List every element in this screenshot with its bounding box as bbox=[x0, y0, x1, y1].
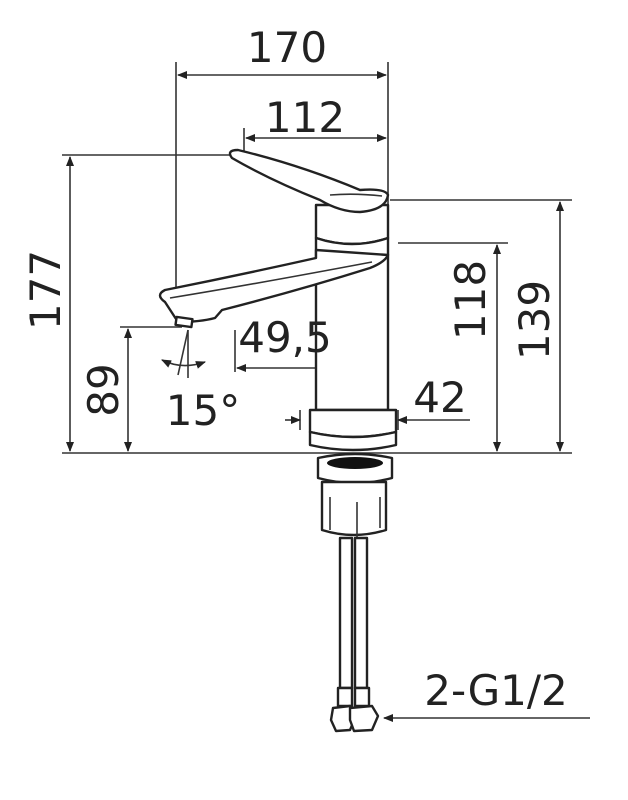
faucet-body bbox=[314, 236, 390, 412]
spout bbox=[158, 248, 390, 324]
hose-left bbox=[338, 536, 354, 690]
label-170: 170 bbox=[247, 23, 327, 72]
hose-nut-right bbox=[348, 704, 380, 733]
label-118: 118 bbox=[446, 260, 495, 340]
angle-line bbox=[177, 329, 189, 376]
label-177: 177 bbox=[21, 250, 70, 330]
faucet bbox=[158, 148, 398, 733]
label-42: 42 bbox=[413, 373, 466, 422]
aerator bbox=[174, 315, 194, 329]
label-139: 139 bbox=[510, 280, 559, 360]
extension-lines bbox=[62, 62, 572, 454]
label-89: 89 bbox=[79, 363, 128, 416]
label-15-deg: 15° bbox=[166, 386, 240, 435]
dimension-labels: 170 112 177 89 118 139 49,5 42 15° 2-G1/… bbox=[21, 23, 568, 715]
label-2-g1-2: 2-G1/2 bbox=[424, 666, 568, 715]
dimension-lines bbox=[66, 71, 590, 722]
mounting-sleeve bbox=[320, 480, 388, 537]
label-49-5: 49,5 bbox=[238, 313, 332, 362]
label-112: 112 bbox=[265, 93, 345, 142]
angle-arc bbox=[161, 359, 206, 369]
base-ring bbox=[308, 408, 398, 439]
hose-right bbox=[353, 536, 369, 690]
lever-handle bbox=[228, 148, 390, 214]
